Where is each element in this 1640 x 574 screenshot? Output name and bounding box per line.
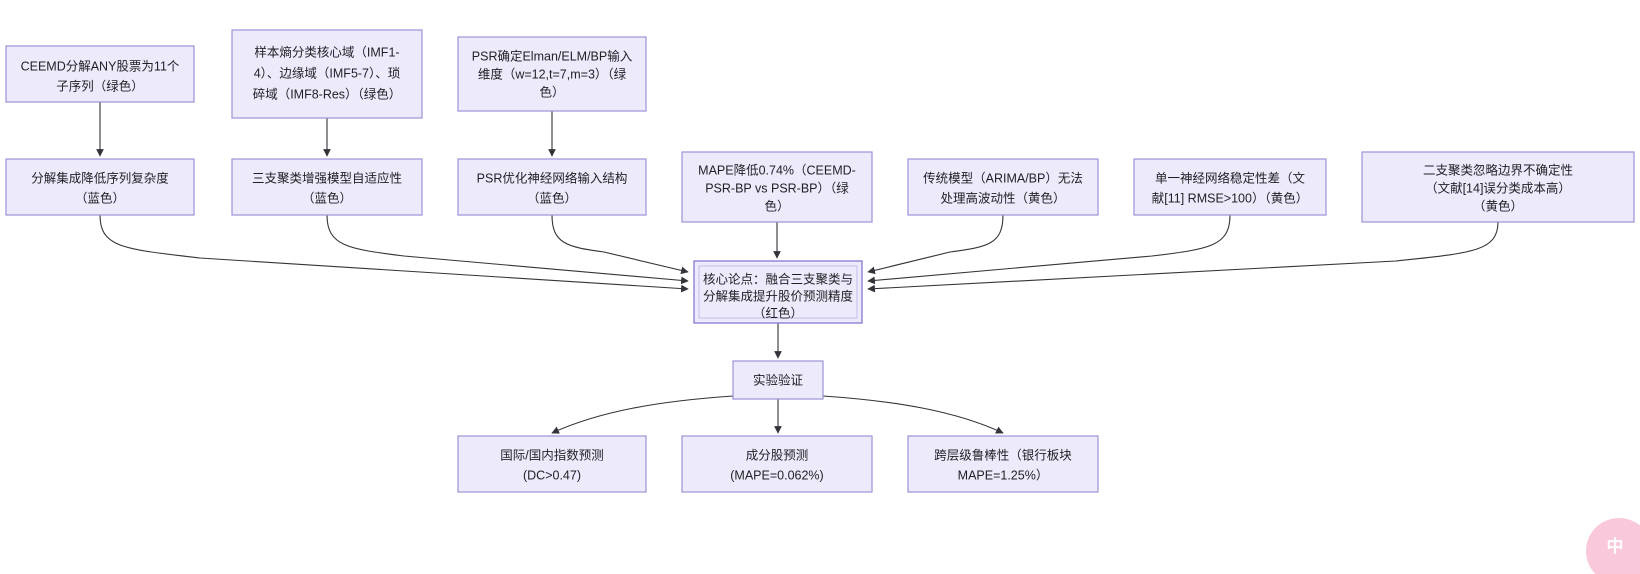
node-index-forecast-line-0: 国际/国内指数预测 bbox=[500, 447, 603, 462]
node-single-neural-network[interactable]: 单一神经网络稳定性差（文 献[11] RMSE>100）（黄色） bbox=[1133, 158, 1327, 216]
node-decomp-complexity[interactable]: 分解集成降低序列复杂度 （蓝色） bbox=[5, 158, 195, 216]
node-psr-optimize-line-1: （蓝色） bbox=[527, 190, 577, 205]
node-component-stock-forecast[interactable]: 成分股预测 (MAPE=0.062%) bbox=[681, 435, 873, 493]
node-psr-optimize-line-0: PSR优化神经网络输入结构 bbox=[477, 170, 628, 185]
node-component-stock-forecast-line-1: (MAPE=0.062%) bbox=[730, 468, 823, 482]
node-core-argument-line-0: 核心论点：融合三支聚类与 bbox=[703, 271, 853, 286]
node-traditional-model[interactable]: 传统模型（ARIMA/BP）无法 处理高波动性（黄色） bbox=[907, 158, 1099, 216]
node-ceemd[interactable]: CEEMD分解ANY股票为11个 子序列（绿色） bbox=[5, 45, 195, 103]
node-psr-dimension-line-2: 色） bbox=[539, 84, 564, 99]
node-experiment-validation-label: 实验验证 bbox=[753, 372, 804, 387]
node-core-argument-line-2: （红色） bbox=[753, 305, 803, 320]
node-single-neural-network-line-0: 单一神经网络稳定性差（文 bbox=[1155, 170, 1306, 185]
node-index-forecast-line-1: (DC>0.47) bbox=[523, 468, 581, 482]
node-cross-layer-robustness[interactable]: 跨层级鲁棒性（银行板块 MAPE=1.25%） bbox=[907, 435, 1099, 493]
edge-adapt-to-core bbox=[326, 214, 689, 285]
node-psr-optimize[interactable]: PSR优化神经网络输入结构 （蓝色） bbox=[457, 158, 647, 216]
node-index-forecast[interactable]: 国际/国内指数预测 (DC>0.47) bbox=[457, 435, 647, 493]
node-mape-drop[interactable]: MAPE降低0.74%（CEEMD- PSR-BP vs PSR-BP）（绿 色… bbox=[681, 151, 873, 223]
node-experiment-validation[interactable]: 实验验证 bbox=[732, 360, 824, 400]
edge-experiment-to-robust bbox=[822, 395, 1004, 434]
edge-singlenn-to-core bbox=[867, 214, 1231, 285]
edge-twoway-to-core bbox=[867, 221, 1499, 293]
node-core-argument-line-1: 分解集成提升股价预测精度 bbox=[703, 288, 854, 303]
node-three-way-adaptivity[interactable]: 三支聚类增强模型自适应性 （蓝色） bbox=[231, 158, 423, 216]
node-sample-entropy-line-2: 碎域（IMF8-Res）（绿色） bbox=[253, 86, 402, 101]
node-two-way-cluster-line-0: 二支聚类忽略边界不确定性 bbox=[1423, 162, 1573, 177]
node-two-way-cluster-line-1: （文献[14]误分类成本高） bbox=[1425, 180, 1571, 195]
node-decomp-complexity-line-1: （蓝色） bbox=[75, 190, 125, 205]
node-psr-dimension-line-1: 维度（w=12,t=7,m=3）（绿 bbox=[478, 66, 627, 81]
node-two-way-cluster[interactable]: 二支聚类忽略边界不确定性 （文献[14]误分类成本高） （黄色） bbox=[1361, 151, 1635, 223]
node-psr-dimension[interactable]: PSR确定Elman/ELM/BP输入 维度（w=12,t=7,m=3）（绿 色… bbox=[457, 36, 647, 112]
node-traditional-model-line-1: 处理高波动性（黄色） bbox=[940, 190, 1065, 205]
node-component-stock-forecast-line-0: 成分股预测 bbox=[746, 448, 809, 462]
node-cross-layer-robustness-line-1: MAPE=1.25%） bbox=[958, 468, 1049, 482]
node-ceemd-line-1: 子序列（绿色） bbox=[56, 78, 144, 93]
node-sample-entropy-line-1: 4）、边缘域（IMF5-7）、琐 bbox=[254, 65, 401, 80]
watermark-logo: 中 bbox=[1586, 518, 1640, 574]
node-mape-drop-line-1: PSR-BP vs PSR-BP）（绿 bbox=[705, 180, 849, 195]
node-mape-drop-line-2: 色） bbox=[764, 198, 789, 213]
edge-traditional-to-core bbox=[867, 214, 1004, 275]
node-mape-drop-line-0: MAPE降低0.74%（CEEMD- bbox=[698, 163, 856, 177]
node-ceemd-line-0: CEEMD分解ANY股票为11个 bbox=[21, 59, 180, 73]
edge-psropt-to-core bbox=[551, 214, 689, 275]
edge-complexity-to-core bbox=[99, 214, 689, 293]
edge-experiment-to-index bbox=[551, 395, 734, 434]
node-three-way-adaptivity-line-0: 三支聚类增强模型自适应性 bbox=[252, 170, 402, 185]
node-two-way-cluster-line-2: （黄色） bbox=[1473, 198, 1523, 213]
node-decomp-complexity-line-0: 分解集成降低序列复杂度 bbox=[31, 170, 169, 185]
node-sample-entropy[interactable]: 样本熵分类核心域（IMF1- 4）、边缘域（IMF5-7）、琐 碎域（IMF8-… bbox=[231, 29, 423, 119]
node-single-neural-network-line-1: 献[11] RMSE>100）（黄色） bbox=[1152, 190, 1308, 205]
node-three-way-adaptivity-line-1: （蓝色） bbox=[302, 190, 352, 205]
edge-layer bbox=[96, 102, 1499, 434]
node-traditional-model-line-0: 传统模型（ARIMA/BP）无法 bbox=[923, 170, 1083, 185]
node-psr-dimension-line-0: PSR确定Elman/ELM/BP输入 bbox=[472, 48, 633, 63]
node-core-argument[interactable]: 核心论点：融合三支聚类与 分解集成提升股价预测精度 （红色） bbox=[693, 260, 863, 324]
node-sample-entropy-line-0: 样本熵分类核心域（IMF1- bbox=[254, 44, 399, 59]
watermark-label: 中 bbox=[1607, 536, 1624, 556]
node-cross-layer-robustness-line-0: 跨层级鲁棒性（银行板块 bbox=[934, 448, 1072, 462]
